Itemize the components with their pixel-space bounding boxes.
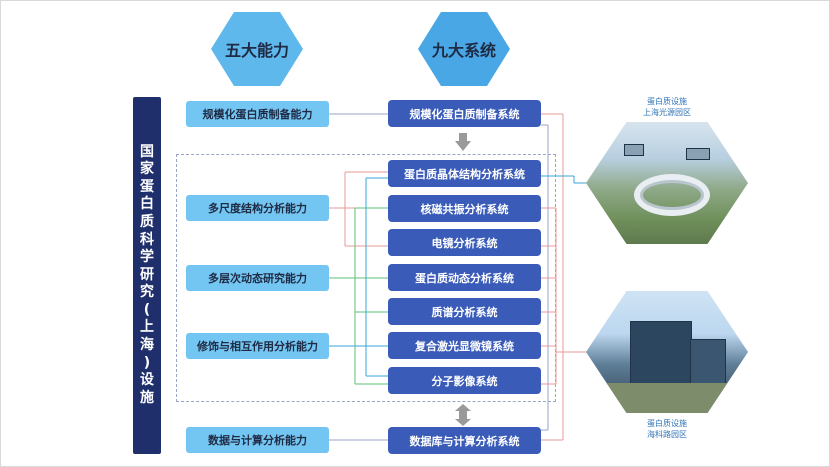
- system-label: 核磁共振分析系统: [420, 202, 509, 216]
- systems-hexagon: 九大系统: [418, 12, 510, 86]
- system-box: 复合激光显微镜系统: [388, 332, 541, 359]
- facility-title-char: 蛋: [140, 178, 154, 195]
- system-label: 电镜分析系统: [431, 236, 498, 250]
- bottom-photo-caption: 蛋白质设施 海科路园区: [647, 419, 687, 439]
- facility-title-char: 质: [140, 213, 154, 230]
- system-box: 核磁共振分析系统: [388, 195, 541, 222]
- capabilities-hexagon-label: 五大能力: [224, 41, 289, 60]
- system-label: 复合激光显微镜系统: [415, 339, 514, 353]
- synchrotron-ring-shape: [634, 174, 710, 216]
- system-label: 蛋白质晶体结构分析系统: [404, 167, 525, 181]
- facility-title-char: 究: [140, 284, 154, 301]
- system-box: 质谱分析系统: [388, 298, 541, 325]
- capability-box: 修饰与相互作用分析能力: [186, 333, 329, 359]
- facility-title-char: ): [143, 354, 151, 371]
- capability-box: 数据与计算分析能力: [186, 427, 329, 453]
- system-label: 蛋白质动态分析系统: [415, 271, 514, 285]
- facility-title-char: 上: [140, 319, 154, 336]
- facility-title-char: 研: [140, 266, 154, 283]
- capability-label: 多尺度结构分析能力: [208, 202, 307, 215]
- building-shape: [630, 321, 692, 385]
- system-box: 蛋白质晶体结构分析系统: [388, 160, 541, 187]
- facility-title-char: 家: [140, 161, 154, 178]
- system-box: 规模化蛋白质制备系统: [388, 100, 541, 127]
- system-box: 数据库与计算分析系统: [388, 427, 541, 454]
- down-arrow-icon: [455, 133, 471, 151]
- system-label: 质谱分析系统: [431, 305, 498, 319]
- system-label: 数据库与计算分析系统: [409, 434, 520, 448]
- facility-title-char: 科: [140, 231, 154, 248]
- systems-hexagon-label: 九大系统: [431, 41, 496, 60]
- capability-label: 数据与计算分析能力: [208, 434, 307, 447]
- facility-title-char: 施: [140, 389, 154, 406]
- facility-title-char: 学: [140, 249, 154, 266]
- capability-label: 规模化蛋白质制备能力: [202, 108, 313, 121]
- capability-label: 修饰与相互作用分析能力: [197, 340, 318, 353]
- building-shape: [686, 148, 710, 160]
- facility-title-char: 国: [140, 143, 154, 160]
- system-box: 电镜分析系统: [388, 229, 541, 256]
- system-label: 规模化蛋白质制备系统: [409, 107, 520, 121]
- capability-box: 多层次动态研究能力: [186, 265, 329, 291]
- capability-box: 规模化蛋白质制备能力: [186, 101, 329, 127]
- facility-title-char: 白: [140, 196, 154, 213]
- up-down-arrow-icon: [455, 404, 471, 426]
- building-shape: [690, 339, 726, 385]
- capability-box: 多尺度结构分析能力: [186, 195, 329, 221]
- campus-photo-bottom: [586, 291, 748, 413]
- facility-title-char: 设: [140, 372, 154, 389]
- system-label: 分子影像系统: [431, 374, 498, 388]
- building-shape: [624, 144, 644, 156]
- facility-title-char: (: [143, 301, 151, 318]
- system-box: 蛋白质动态分析系统: [388, 264, 541, 291]
- system-box: 分子影像系统: [388, 367, 541, 394]
- facility-title-char: 海: [140, 337, 154, 354]
- facility-title-bar: 国 家 蛋 白 质 科 学 研 究 ( 上 海 ) 设 施: [133, 97, 161, 454]
- top-photo-caption: 蛋白质设施 上海光源园区: [643, 97, 691, 117]
- capability-label: 多层次动态研究能力: [208, 272, 307, 285]
